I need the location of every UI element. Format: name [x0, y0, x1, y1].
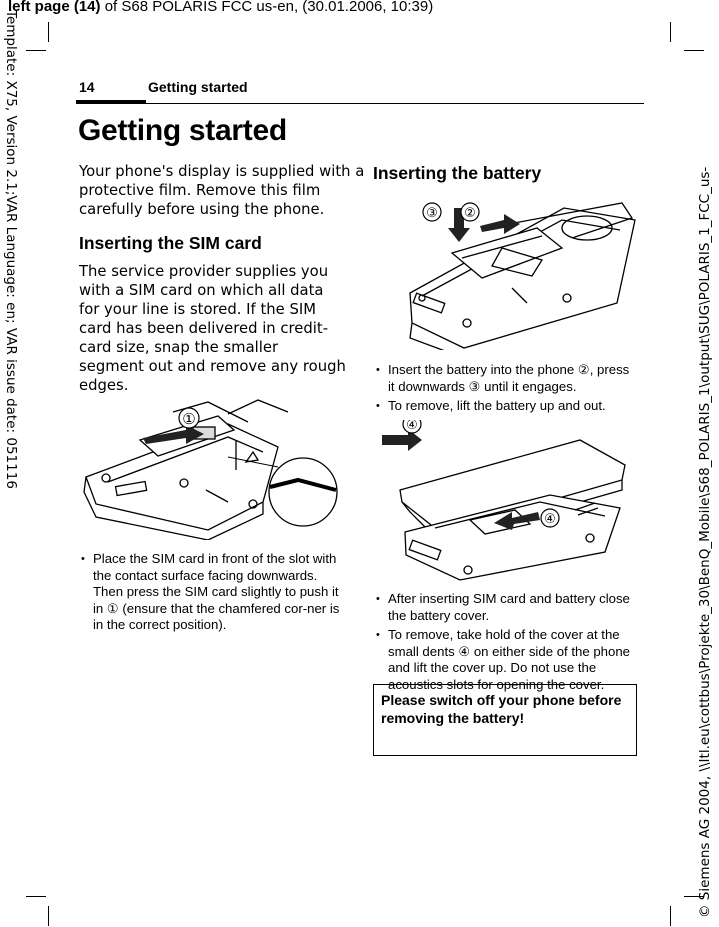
- battery-marker: ②: [464, 206, 476, 221]
- left-margin-text: Template: X75, Version 2.1;VAR Language:…: [3, 10, 19, 489]
- sim-heading: Inserting the SIM card: [79, 233, 262, 253]
- running-head-rule: [146, 103, 644, 104]
- sim-marker: ①: [182, 410, 195, 428]
- cover-marker: ④: [544, 512, 556, 527]
- print-header-line: left page (14) of S68 POLARIS FCC us-en,…: [8, 0, 434, 15]
- cover-illustration: ④ ④: [382, 420, 626, 581]
- push-arrow: [382, 429, 422, 451]
- crop-mark: [48, 22, 49, 42]
- page-title: Getting started: [78, 114, 287, 147]
- down-arrow: [448, 208, 470, 242]
- sim-paragraph: The service provider supplies you with a…: [79, 263, 346, 394]
- push-arrow: [480, 214, 520, 234]
- push-arrow: [143, 425, 204, 444]
- list-item: To remove, lift the battery up and out.: [374, 398, 636, 415]
- list-item: Insert the battery into the phone ②, pre…: [374, 362, 636, 395]
- crop-mark: [684, 896, 704, 897]
- crop-mark: [670, 22, 671, 42]
- sim-bullets: Place the SIM card in front of the slot …: [79, 551, 349, 634]
- battery-marker: ③: [426, 206, 438, 221]
- list-item: Place the SIM card in front of the slot …: [79, 551, 349, 634]
- battery-bullets: Insert the battery into the phone ②, pre…: [374, 362, 636, 415]
- intro-paragraph: Your phone's display is supplied with a …: [79, 163, 365, 218]
- page-number: 14: [79, 79, 95, 95]
- crop-mark: [26, 50, 46, 51]
- right-margin-text: © Siemens AG 2004, \\Itl.eu\cottbus\Proj…: [697, 166, 713, 918]
- crop-mark: [684, 50, 704, 51]
- crop-mark: [26, 896, 46, 897]
- battery-illustration: ③ ②: [409, 202, 636, 350]
- list-item: After inserting SIM card and battery clo…: [374, 591, 640, 624]
- warning-note: Please switch off your phone before remo…: [373, 684, 637, 756]
- cover-bullets: After inserting SIM card and battery clo…: [374, 591, 640, 693]
- running-head: Getting started: [148, 79, 248, 95]
- battery-heading: Inserting the battery: [373, 163, 542, 183]
- pull-arrow: [494, 512, 540, 530]
- sim-card-illustration: ①: [83, 399, 338, 540]
- cover-marker: ④: [406, 420, 418, 433]
- crop-mark: [48, 906, 49, 926]
- crop-mark: [670, 906, 671, 926]
- running-head-bar: [76, 100, 146, 104]
